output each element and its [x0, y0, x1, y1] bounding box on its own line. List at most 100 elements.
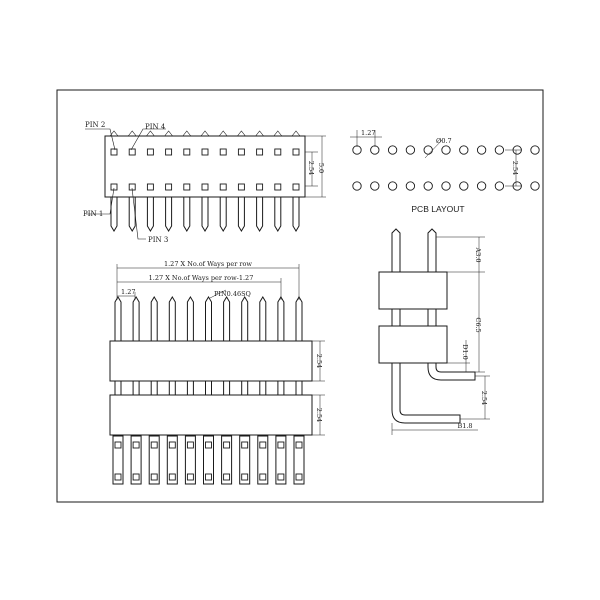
top-body-notch [255, 130, 264, 137]
top-pad-upper [256, 148, 264, 156]
pcb-hole-lower [405, 181, 416, 191]
top-view-pin-tails [110, 197, 300, 232]
top-pad-lower [256, 183, 264, 191]
top-pad-upper [128, 148, 136, 156]
side-pitch-label: 2.54 [480, 391, 488, 405]
top-pin-tail [110, 197, 118, 232]
mid-length-label: C6.5 [474, 317, 482, 332]
top-body-notch [182, 130, 192, 137]
top-pad-lower [146, 183, 154, 191]
side-view: A3.0 C6.5 D1.0 2.54 B1.8 [378, 228, 490, 435]
overall-width-label: 1.27 X No.of Ways per row [164, 260, 252, 268]
pcb-hole-lower [441, 181, 451, 191]
side-pin-outer [391, 228, 461, 424]
pcb-hole-upper [423, 145, 433, 155]
top-pin-tail [237, 197, 245, 232]
front-tail-pad-lower [223, 473, 231, 481]
top-pad-upper [201, 148, 209, 156]
top-pin-tail [165, 197, 173, 232]
top-view: PIN 2 PIN 4 PIN 1 PIN 3 2.54 5.0 [83, 121, 326, 244]
pin2-label: PIN 2 [85, 121, 105, 129]
top-body-notch [164, 130, 173, 137]
pin2-leader [85, 128, 116, 151]
top-pad-upper [146, 148, 154, 156]
pcb-row-pitch-label: 2.54 [511, 161, 519, 175]
top-pad-upper [237, 148, 245, 156]
front-tail-pad-upper [132, 441, 140, 449]
pcb-layout: 1.27 Ø0.7 2.54 PCB LAYOUT [350, 129, 540, 214]
front-tail [130, 435, 142, 485]
front-tail-pad-upper [295, 441, 303, 449]
front-tail-pad-upper [150, 441, 158, 449]
top-body-notch [218, 130, 228, 137]
top-body-notch [291, 130, 301, 137]
front-tail-pad-lower [277, 473, 285, 481]
top-pin-tail [256, 197, 264, 232]
pin4-leader [130, 128, 166, 151]
pcb-hole-upper [387, 145, 398, 155]
drawing-frame [56, 89, 544, 503]
top-pad-lower [183, 183, 191, 191]
front-upper-body [109, 340, 313, 382]
pcb-hole-lower [352, 181, 362, 191]
top-pad-lower [274, 183, 282, 191]
top-body-notch [200, 130, 210, 137]
top-pin-tail [274, 197, 282, 232]
top-pad-upper [110, 148, 118, 156]
hole-leader [424, 139, 443, 159]
pcb-hole-lower [476, 181, 487, 191]
front-view-tail-pads [112, 435, 305, 485]
pcb-hole-upper [352, 145, 362, 155]
top-body-notch [146, 130, 155, 137]
top-pad-lower [110, 183, 118, 191]
top-pad-lower [237, 183, 245, 191]
front-view: 1.27 X No.of Ways per row 1.27 X No.of W… [109, 260, 325, 485]
front-tail-pad-lower [132, 473, 140, 481]
pcb-hole-lower [459, 181, 469, 191]
front-tail-pad-lower [205, 473, 212, 481]
pin3-leader [131, 187, 146, 240]
upper-height-label: 2.54 [315, 354, 323, 368]
pin1-label: PIN 1 [83, 210, 103, 218]
pcb-hole-upper [370, 145, 380, 155]
pcb-layout-title: PCB LAYOUT [411, 204, 464, 214]
front-tail [184, 435, 196, 485]
front-tail [203, 435, 214, 485]
pcb-hole-upper [441, 145, 451, 155]
front-tail-pad-lower [150, 473, 158, 481]
front-tail-pad-upper [205, 441, 212, 449]
pin1-leader [86, 187, 115, 215]
low-length-label: D1.0 [461, 344, 469, 360]
top-pad-upper [183, 148, 191, 156]
top-pin-tail [183, 197, 191, 232]
front-tail-pad-lower [186, 473, 194, 481]
pcb-hole-lower [494, 181, 505, 191]
top-pad-upper [219, 148, 227, 156]
top-pad-lower [201, 183, 209, 191]
pcb-hole-upper [494, 145, 505, 155]
pin4-label: PIN 4 [145, 123, 166, 131]
front-tail-pad-lower [259, 473, 267, 481]
top-pin-tail [128, 197, 136, 232]
pin-size-leader [209, 289, 227, 299]
front-tail-pad-lower [241, 473, 249, 481]
pcb-hole-lower [387, 181, 398, 191]
front-tail [166, 435, 178, 485]
front-tail [221, 435, 233, 485]
row-pitch-label: 2.54 [307, 161, 315, 175]
top-body-notch [237, 130, 246, 137]
front-pitch-label: 1.27 [121, 288, 135, 296]
top-pad-lower [219, 183, 227, 191]
pcb-pitch-label: 1.27 [361, 129, 375, 137]
pcb-hole-upper [476, 145, 487, 155]
side-lower-body [378, 325, 448, 364]
front-tail-pad-upper [277, 441, 285, 449]
front-tail-pad-upper [259, 441, 267, 449]
top-pin-tail [146, 197, 154, 232]
pcb-hole-upper [405, 145, 416, 155]
pcb-hole-lower [423, 181, 433, 191]
pin3-label: PIN 3 [148, 236, 168, 244]
top-pad-upper [165, 148, 173, 156]
pcb-hole-lower [370, 181, 380, 191]
